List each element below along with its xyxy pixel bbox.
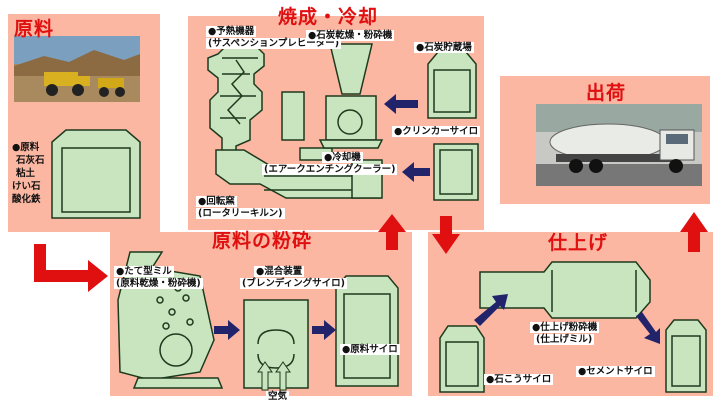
cement-silo xyxy=(665,319,707,393)
arrow-clinker xyxy=(402,162,430,182)
label-kiln-sub: (ロータリーキルン) xyxy=(196,208,285,219)
section-title-finishing: 仕上げ xyxy=(548,232,609,254)
label-coal-mill: ●石炭乾燥・粉砕機 xyxy=(306,30,395,41)
section-title-shipping: 出荷 xyxy=(586,82,627,104)
label-blending-sub: (ブレンディングサイロ) xyxy=(240,278,348,289)
arrow-finishing-to-shipping xyxy=(680,212,708,252)
label-air: 空気 xyxy=(266,391,290,402)
label-cooler-sub: (エアークエンチングクーラー) xyxy=(262,164,398,175)
arrow-mill-to-cement xyxy=(636,312,660,344)
section-title-raw-grinding: 原料の粉砕 xyxy=(212,230,313,252)
photo-cement-truck xyxy=(536,104,702,186)
finishing-mill xyxy=(479,261,651,319)
clinker-silo xyxy=(433,143,479,201)
raw-silo xyxy=(335,275,399,387)
raw-list-item: 石灰石 xyxy=(16,155,45,166)
raw-list-item: けい石 xyxy=(12,181,41,192)
label-raw-silo: ●原料サイロ xyxy=(340,344,400,355)
label-kiln: ●回転窯 xyxy=(196,196,237,207)
label-coal-storage: ●石炭貯蔵場 xyxy=(414,42,474,53)
coal-storage xyxy=(427,51,477,119)
label-cooler: ●冷却機 xyxy=(322,152,363,163)
arrow-raw-to-grinding xyxy=(34,244,108,292)
arrow-coal-to-mill xyxy=(384,94,418,114)
arrow-mill-to-blending xyxy=(214,320,240,340)
label-finish-mill-sub: (仕上げミル) xyxy=(534,334,595,345)
label-vertical-mill: ●たて型ミル xyxy=(114,266,174,277)
blending-silo xyxy=(243,299,309,389)
label-cement-silo: ●セメントサイロ xyxy=(576,366,655,377)
photo-mining-truck xyxy=(14,36,140,102)
label-clinker-silo: ●クリンカーサイロ xyxy=(392,126,481,137)
coal-drying-mill xyxy=(329,43,373,95)
raw-list-item: 酸化鉄 xyxy=(12,194,41,205)
label-blending: ●混合装置 xyxy=(254,266,305,277)
section-title-burning-cooling: 焼成・冷却 xyxy=(278,6,379,28)
section-title-raw-materials: 原料 xyxy=(14,18,55,40)
arrow-blending-to-silo xyxy=(312,320,336,340)
raw-list-item: ●原料 xyxy=(12,142,40,153)
raw-material-bin xyxy=(51,129,141,219)
label-preheater-sub: (サスペンションプレヒーター) xyxy=(206,38,342,49)
label-vertical-mill-sub: (原料乾燥・粉砕機) xyxy=(114,278,203,289)
label-finish-mill: ●仕上げ粉砕機 xyxy=(530,322,600,333)
arrow-burning-to-finishing xyxy=(432,216,460,254)
label-preheater: ●予熱機器 xyxy=(206,26,257,37)
arrow-grinding-to-burning xyxy=(378,214,406,250)
label-gypsum-silo: ●石こうサイロ xyxy=(484,374,554,385)
raw-list-item: 粘土 xyxy=(16,168,36,179)
arrow-gypsum-to-mill xyxy=(474,294,508,326)
